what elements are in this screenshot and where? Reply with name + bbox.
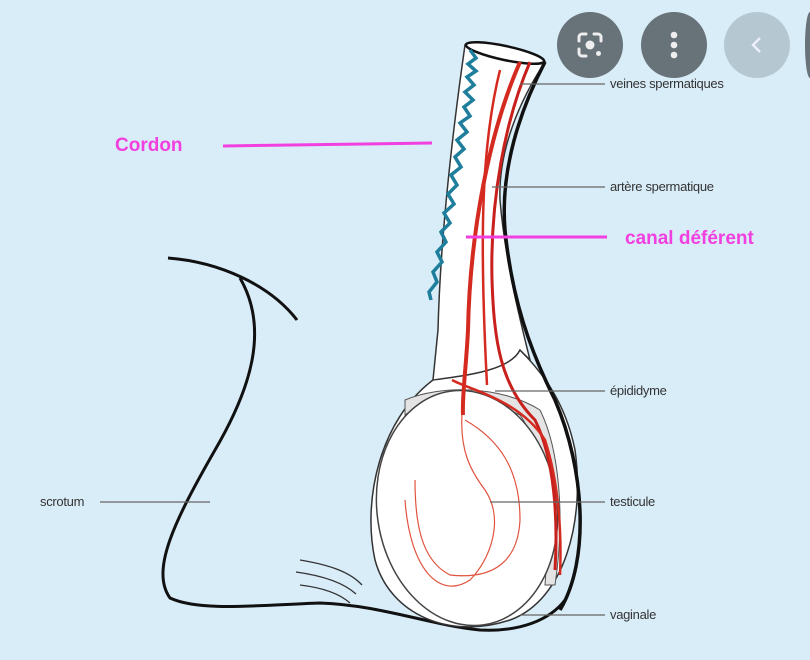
label-veines: veines spermatiques xyxy=(610,76,724,91)
label-artere: artère spermatique xyxy=(610,179,714,194)
annotation-canal-deferent: canal déférent xyxy=(625,228,754,249)
label-vaginale: vaginale xyxy=(610,607,657,622)
cord-outer-black xyxy=(502,61,582,611)
label-testicule: testicule xyxy=(610,494,655,509)
vas-deferens xyxy=(490,61,558,571)
more-vert-icon xyxy=(670,31,678,59)
artery-branch xyxy=(451,69,562,576)
testicular-vessels xyxy=(404,414,521,587)
scrotum-flap xyxy=(167,256,299,321)
cordon-pointer xyxy=(222,141,433,148)
scrotum-outline xyxy=(161,277,567,632)
top-cap xyxy=(464,40,546,66)
skin-folds xyxy=(295,559,363,604)
more-options-button[interactable] xyxy=(641,12,707,78)
spermatic-cord xyxy=(432,44,547,381)
pampiniform-veins xyxy=(427,48,479,301)
leader-lines xyxy=(100,83,605,616)
label-epididyme: épididyme xyxy=(610,383,667,398)
chevron-left-icon xyxy=(751,37,761,53)
next-button[interactable] xyxy=(805,12,810,78)
lens-icon xyxy=(577,32,603,58)
label-scrotum: scrotum xyxy=(40,494,85,509)
previous-button[interactable] xyxy=(724,12,790,78)
lens-button[interactable] xyxy=(557,12,623,78)
annotation-cordon: Cordon xyxy=(115,135,183,156)
